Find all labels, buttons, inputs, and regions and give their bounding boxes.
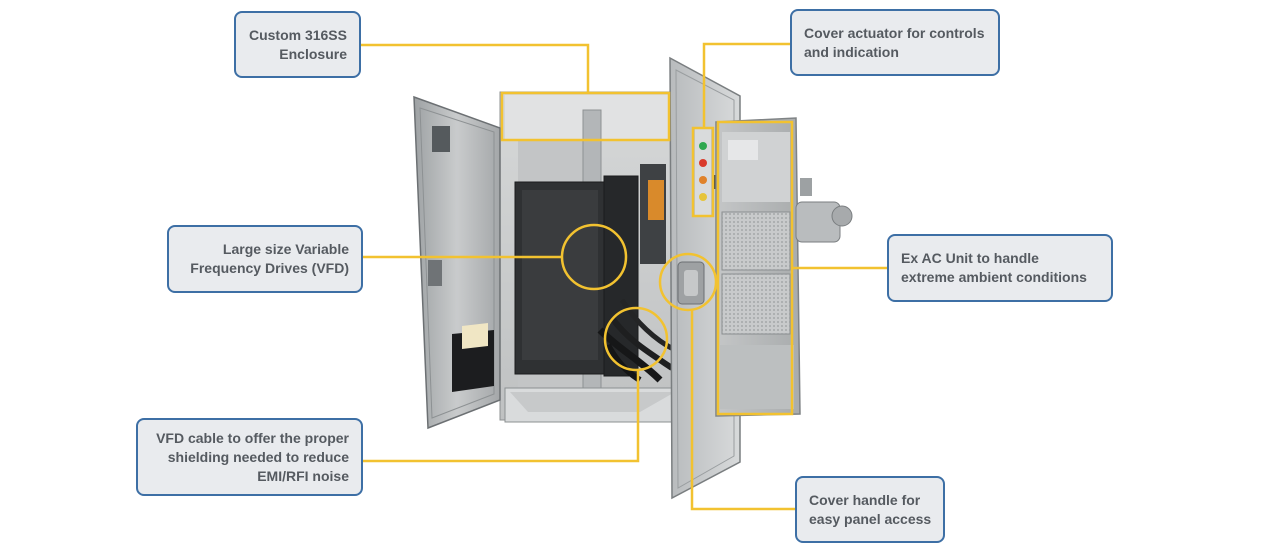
callout-vfd-line-1: Large size Variable: [222, 241, 349, 257]
callout-cover-actuator-line-2: and indication: [804, 43, 899, 60]
callout-cover-actuator-line-1: Cover actuator for controls: [804, 24, 985, 41]
yellow-indicator-light-icon: [699, 193, 707, 201]
green-indicator-light-icon: [699, 142, 707, 150]
ac-unit: [715, 117, 853, 417]
left-door: [413, 95, 501, 430]
callout-ac-unit-line-1: Ex AC Unit to handle: [901, 250, 1039, 266]
orange-indicator-light-icon: [699, 176, 707, 184]
callout-cover-actuator: Cover actuator for controls and indicati…: [790, 9, 1000, 76]
callout-ac-unit-line-2: extreme ambient conditions: [901, 269, 1087, 285]
callout-enclosure: Custom 316SS Enclosure: [234, 11, 361, 78]
callout-vfd-cable: VFD cable to offer the proper shielding …: [136, 418, 363, 496]
callout-vfd-cable-line-3: EMI/RFI noise: [257, 467, 349, 484]
leader-lines: [361, 42, 887, 511]
callout-enclosure-line-2: Enclosure: [279, 45, 347, 62]
callout-vfd-line-2: Frequency Drives (VFD): [190, 260, 349, 276]
callout-vfd: Large size Variable Frequency Drives (VF…: [167, 225, 363, 293]
vfd-drives: [514, 164, 677, 383]
callout-ac-unit: Ex AC Unit to handle extreme ambient con…: [887, 234, 1113, 302]
red-indicator-light-icon: [699, 159, 707, 167]
callout-vfd-cable-line-1: VFD cable to offer the proper: [156, 429, 349, 446]
callout-cover-handle-line-2: easy panel access: [809, 510, 932, 527]
callout-cover-handle: Cover handle for easy panel access: [795, 476, 945, 543]
callout-cover-handle-line-1: Cover handle for: [809, 491, 921, 508]
callout-vfd-cable-line-2: shielding needed to reduce: [167, 448, 349, 465]
callout-enclosure-line-1: Custom 316SS: [248, 26, 347, 43]
